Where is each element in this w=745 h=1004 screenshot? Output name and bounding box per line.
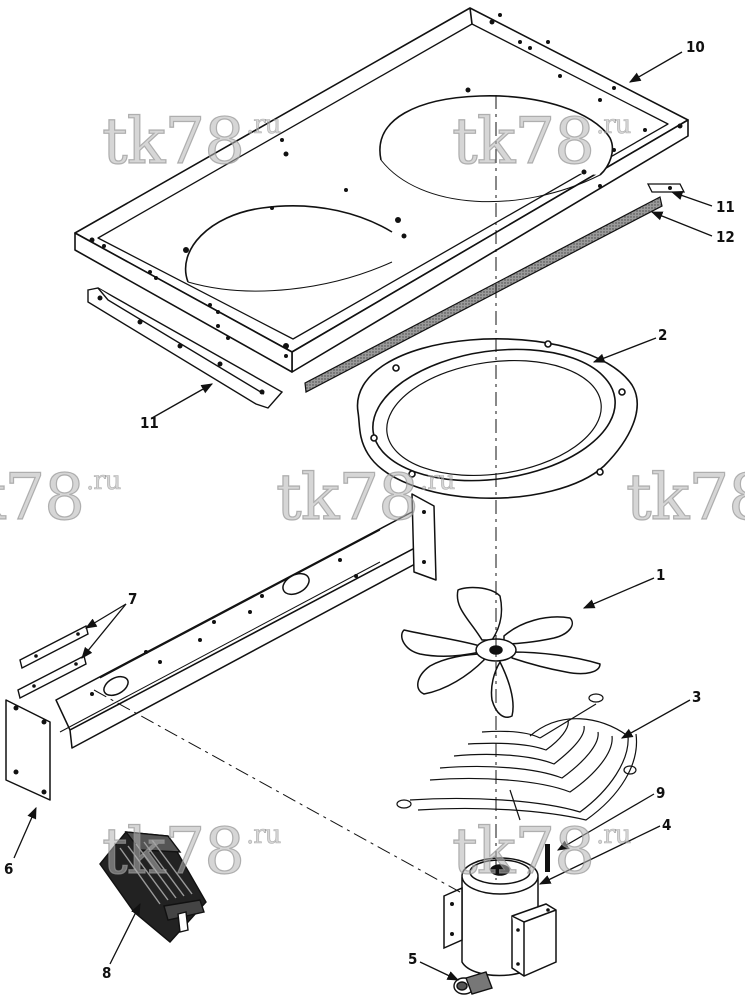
cable-gland <box>453 971 493 995</box>
frame-tray <box>74 7 689 373</box>
callout-9: 9 <box>656 784 666 802</box>
callout-11-left: 11 <box>140 414 159 432</box>
leader-arrows <box>13 51 713 981</box>
watermark: tk78.ru <box>275 461 455 535</box>
callout-6: 6 <box>4 860 14 878</box>
callout-11-right: 11 <box>716 198 735 216</box>
callout-12: 12 <box>716 228 735 246</box>
support-beam <box>5 493 437 801</box>
callout-2: 2 <box>658 326 668 344</box>
fan-blade <box>400 586 601 718</box>
watermark: tk78 <box>625 461 745 535</box>
gasket-strip <box>304 196 663 393</box>
callout-4: 4 <box>662 816 672 834</box>
callout-1: 1 <box>656 566 666 584</box>
callout-3: 3 <box>692 688 702 706</box>
bracket-right <box>646 183 686 193</box>
clips <box>17 624 89 700</box>
fan-motor <box>443 857 557 977</box>
watermark: tk78.ru <box>0 461 122 535</box>
shaft-key <box>545 844 550 872</box>
bracket-left <box>87 287 284 409</box>
fan-guard <box>396 693 638 821</box>
callout-5: 5 <box>408 950 418 968</box>
callout-10: 10 <box>686 38 705 56</box>
fan-ring <box>356 338 638 500</box>
watermark: tk78.ru <box>101 105 281 179</box>
assembly-lines <box>93 95 497 893</box>
callout-8: 8 <box>102 964 112 982</box>
watermark: tk78.ru <box>451 105 631 179</box>
watermark: tk78.ru <box>101 815 281 889</box>
callout-7: 7 <box>128 590 138 608</box>
watermark: tk78.ru <box>451 815 631 889</box>
housing-cover <box>99 831 207 943</box>
